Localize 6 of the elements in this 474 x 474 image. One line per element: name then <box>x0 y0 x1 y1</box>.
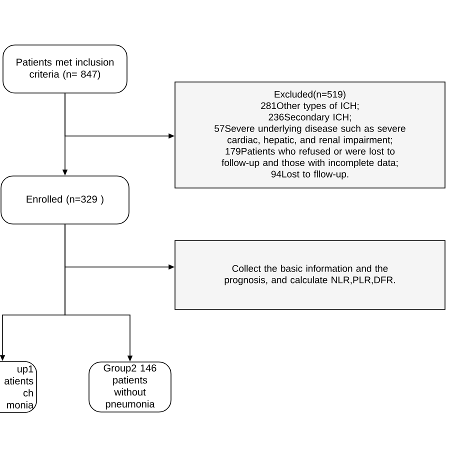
process-box: up1 atients ch monia <box>0 361 37 413</box>
note-box: Collect the basic information and the prognosis, and calculate NLR,PLR,DFR. <box>174 240 446 310</box>
note-box: Excluded(n=519) 281Other types of ICH; 236Secondary ICH; 57Severe underlying disease such as severe cardiac, hepatic, and renal impairment; 179Patients who refused or were lost to follow-up and those with incomplete data; 94Lost to fllow-up. <box>174 82 446 188</box>
process-box: Patients met inclusion criteria (n= 847) <box>2 44 128 94</box>
process-box: Group2 146 patients without pneumonia <box>88 362 172 412</box>
process-box: Enrolled (n=329 ) <box>0 176 130 224</box>
